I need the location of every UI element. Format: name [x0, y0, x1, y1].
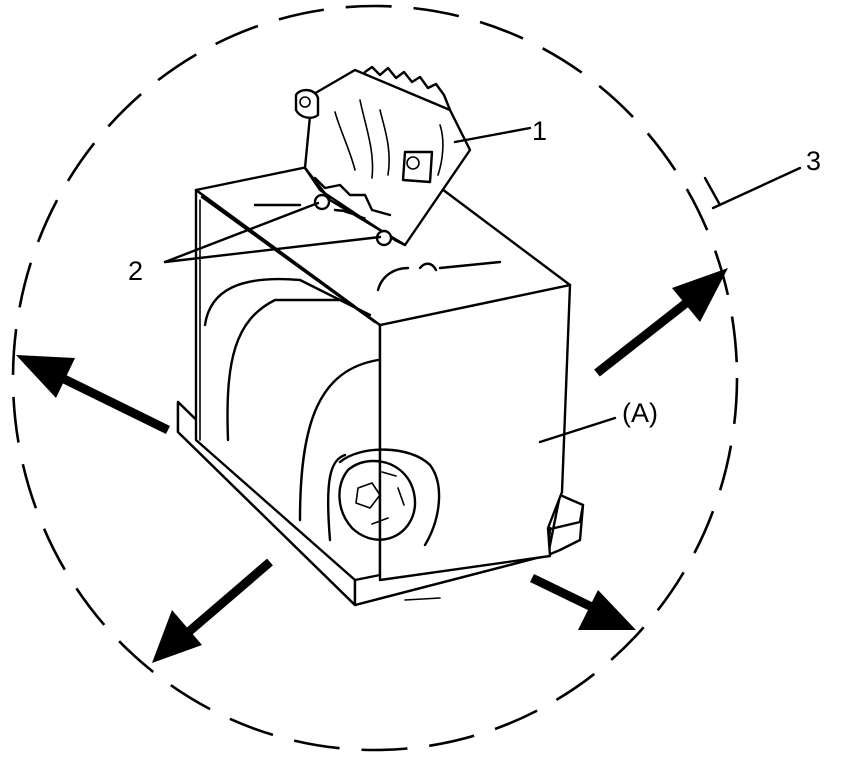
callout-a: (A) — [622, 398, 658, 428]
fastener-icon — [313, 193, 331, 211]
leader-lines — [163, 126, 802, 444]
arrow-left — [16, 355, 170, 435]
arrow-down-right — [530, 573, 636, 630]
callout-3: 3 — [806, 146, 821, 176]
callout-2: 2 — [128, 256, 143, 286]
arrow-up-right — [594, 268, 728, 377]
arrow-down-left — [152, 558, 273, 663]
callout-1: 1 — [532, 116, 547, 146]
module-component — [294, 65, 472, 247]
boundary-circle — [11, 4, 739, 752]
